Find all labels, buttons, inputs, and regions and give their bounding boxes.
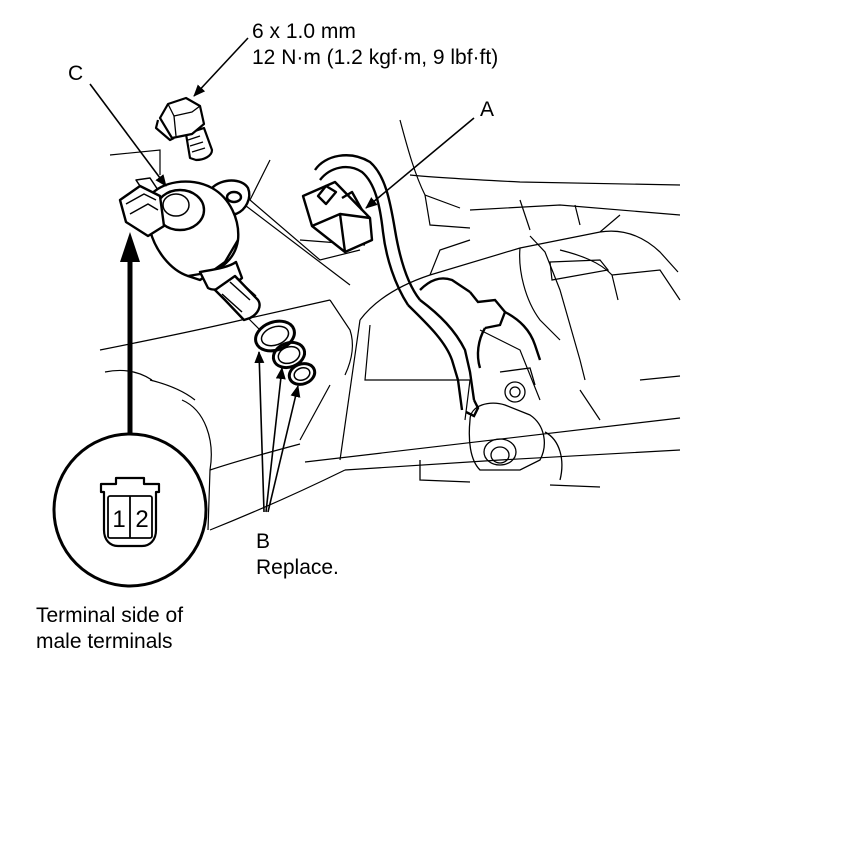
view-arrow [120,232,140,434]
leader-a [365,117,475,209]
leader-b-3 [267,385,301,513]
small-bracket-bolt [499,367,536,403]
leader-b-2 [265,367,286,513]
o-ring-2 [271,340,307,370]
callout-b: B [256,530,271,553]
o-ring-3 [287,362,317,386]
callout-a: A [480,98,495,121]
mount-boss [419,402,601,488]
wire-harness [314,154,542,418]
connector-caption-line1: Terminal side of [36,604,184,627]
leader-b-1 [254,351,265,513]
bolt-torque-label: 12 N·m (1.2 kgf·m, 9 lbf·ft) [252,46,499,69]
harness-connector-a [301,180,374,254]
leader-c [89,83,167,187]
leader-lines [89,37,475,513]
callout-c: C [68,62,84,85]
o-ring-1 [254,319,296,353]
callout-b-note: Replace. [256,556,339,579]
connector-caption-line2: male terminals [36,630,173,653]
bolt-size-label: 6 x 1.0 mm [252,20,356,43]
mounting-bolt [154,96,214,162]
terminal-pin-2: 2 [135,506,148,533]
terminal-pin-1: 1 [112,506,125,533]
shift-solenoid-c [118,177,261,322]
connector-view-inset: 1 2 [52,432,208,588]
bolt-leader [193,37,249,97]
